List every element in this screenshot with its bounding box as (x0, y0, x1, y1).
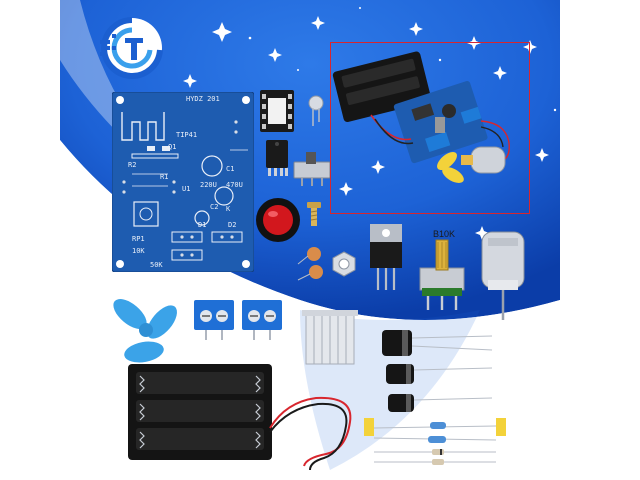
pcb-label-c1: C1 (226, 165, 235, 173)
pcb-label-220u: 220U (200, 181, 217, 189)
pcb-label-d1: D1 (198, 221, 207, 229)
pcb-label-10k: 10K (132, 247, 145, 255)
star-icon (268, 48, 282, 62)
dc-motor-icon (481, 231, 525, 320)
fan-blade-icon (113, 299, 177, 363)
pcb-label-50k: 50K (150, 261, 163, 269)
star-icon (467, 36, 481, 50)
switch-icon (293, 152, 331, 186)
star-icon (523, 40, 537, 54)
ic-chip-icon (266, 140, 288, 176)
pcb-label-r2: R2 (128, 161, 137, 169)
star-icon (371, 160, 385, 174)
heatsink-icon (302, 310, 358, 365)
pcb-label-470u: 470U (226, 181, 243, 189)
star-icon (493, 66, 507, 80)
assembled-kit-drawing (332, 51, 510, 183)
brand-logo-icon (100, 17, 163, 79)
fan-blade-icon (437, 152, 464, 183)
star-icon (339, 182, 353, 196)
assembled-pcb-icon (393, 80, 488, 164)
assembled-kit-photo-icon (330, 42, 530, 214)
star-icon (311, 16, 325, 30)
battery-holder-icon (128, 364, 272, 460)
star-icon (183, 74, 197, 88)
ic-socket-icon (260, 90, 294, 132)
pcb-label-k: K (226, 205, 231, 213)
dc-motor-icon (461, 146, 506, 174)
hex-nut-icon (332, 251, 356, 277)
led-icon (308, 95, 324, 126)
pcb-label-rp1: RP1 (132, 235, 145, 243)
star-icon (475, 226, 489, 240)
pcb-label-tip41: TIP41 (176, 131, 198, 139)
circuit-board-icon (112, 92, 254, 272)
push-button-icon (256, 198, 300, 242)
wire-leads-icon (269, 396, 352, 471)
star-icon (212, 22, 232, 42)
pcb-title-label: HYDZ 201 (186, 95, 220, 103)
pcb-label-q1: Q1 (168, 143, 177, 151)
screw-terminal-icon (194, 300, 282, 340)
potentiometer-icon (419, 239, 465, 310)
star-icon (535, 148, 549, 162)
pcb-label-c2: C2 (210, 203, 219, 211)
pcb-label-d2: D2 (228, 221, 237, 229)
voltage-regulator-icon (370, 224, 402, 290)
electrolytic-capacitor-icon (382, 330, 493, 412)
pcb-label-u1: U1 (182, 185, 191, 193)
ceramic-capacitor-icon (297, 247, 323, 281)
pcb-label-r1: R1 (160, 173, 169, 181)
resistor-icon (364, 418, 506, 465)
potentiometer-value-label: B10K (433, 229, 456, 239)
screw-icon (307, 202, 321, 226)
star-icon (409, 22, 423, 36)
